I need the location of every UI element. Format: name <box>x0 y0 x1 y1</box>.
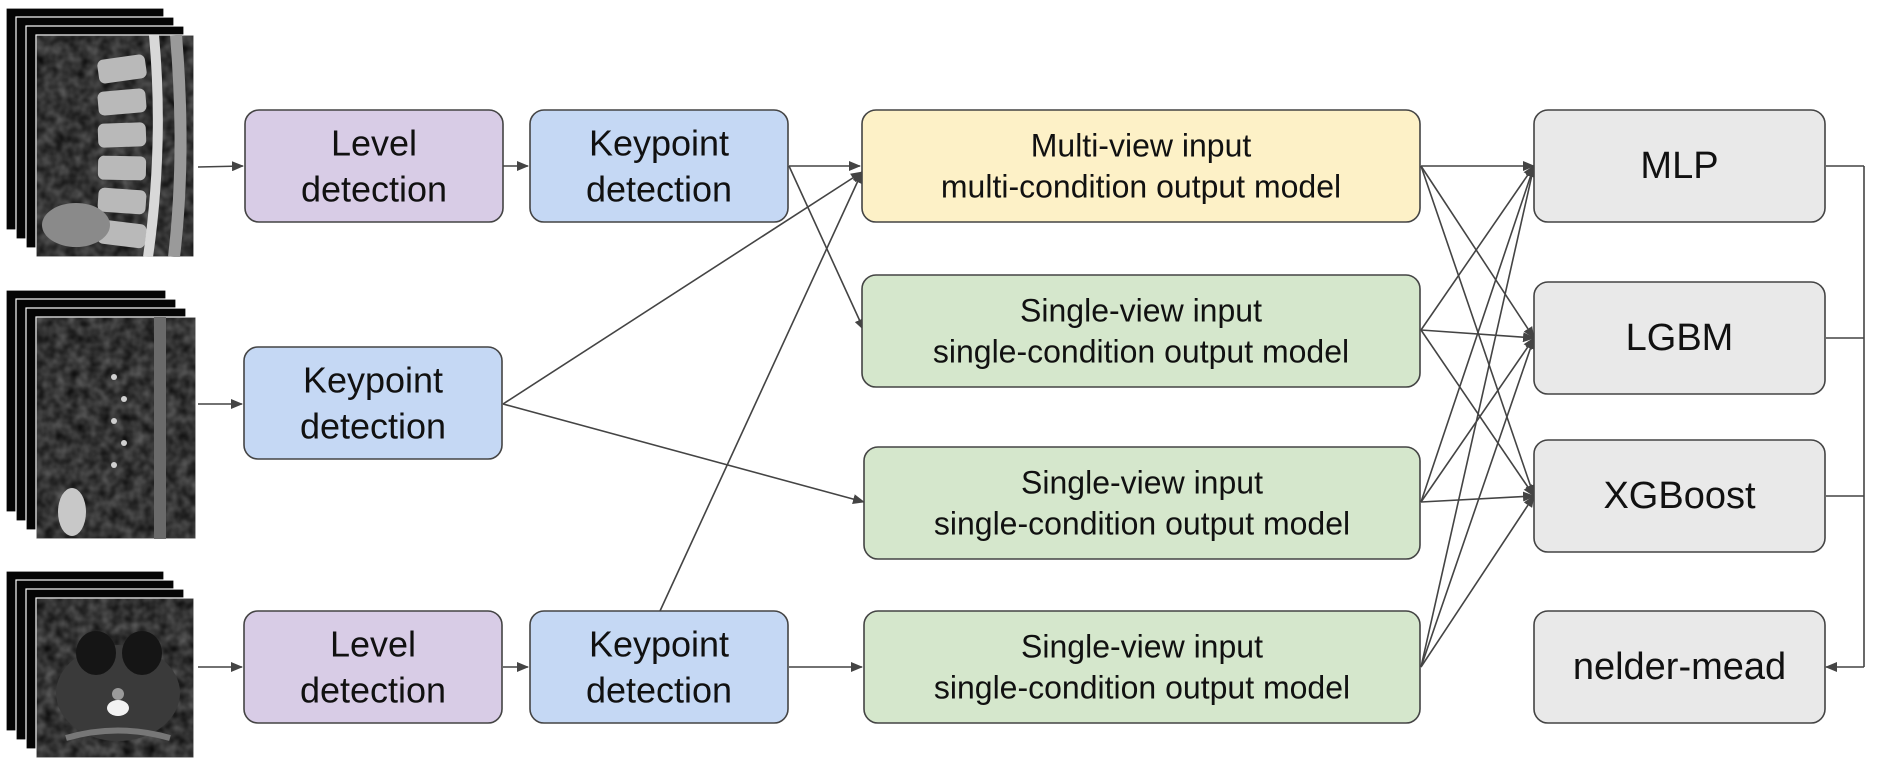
node-box <box>1533 439 1826 553</box>
edge-kp3-to-multi <box>659 171 863 612</box>
node-label-line: Multi-view input <box>1031 128 1252 164</box>
node-mlp: MLP <box>1533 109 1826 223</box>
node-box <box>861 109 1421 223</box>
node-label-line: LGBM <box>1626 317 1734 359</box>
node-label-line: Level <box>330 624 416 665</box>
mri-anatomy <box>36 35 194 257</box>
edge-model0-to-ens2 <box>1420 165 1536 497</box>
edge-kp2-to-single2 <box>502 403 865 504</box>
node-box <box>863 446 1421 560</box>
node-box <box>243 610 503 724</box>
input-images <box>5 7 197 759</box>
mri-anatomy <box>36 317 196 539</box>
edge-kp2-to-multi <box>502 171 863 405</box>
node-label-line: single-condition output model <box>933 333 1349 369</box>
node-label-line: Keypoint <box>303 360 443 401</box>
edge-image-to-level1 <box>197 161 244 172</box>
node-label-line: single-condition output model <box>934 669 1350 705</box>
node-label-line: Keypoint <box>589 624 729 665</box>
node-single2: Single-view input single-condition output… <box>863 446 1421 560</box>
node-label-line: Level <box>331 123 417 164</box>
node-box <box>863 610 1421 724</box>
node-box <box>529 610 789 724</box>
node-nm: nelder-mead <box>1533 610 1826 724</box>
node-xgb: XGBoost <box>1533 439 1826 553</box>
edge-model3-to-ens2 <box>1420 495 1535 668</box>
node-label-line: detection <box>300 669 446 710</box>
node-label-line: Single-view input <box>1020 293 1262 329</box>
node-label-line: MLP <box>1640 145 1718 187</box>
node-box <box>1533 281 1826 395</box>
mri-stack-sagittal-t1 <box>5 7 195 258</box>
edge-model2-to-ens2 <box>1420 491 1535 503</box>
node-box <box>1533 610 1826 724</box>
node-single3: Single-view input single-condition output… <box>863 610 1421 724</box>
edge-model0-to-ens1 <box>1420 165 1535 339</box>
edges <box>197 161 1865 672</box>
node-label-line: nelder-mead <box>1573 646 1786 688</box>
node-multi: Multi-view input multi-condition output m… <box>861 109 1421 223</box>
node-label-line: detection <box>300 405 446 446</box>
node-label-line: XGBoost <box>1603 475 1756 517</box>
mri-anatomy <box>36 598 194 758</box>
edge-model3-to-ens1 <box>1420 337 1536 668</box>
node-single1: Single-view input single-condition output… <box>861 274 1421 388</box>
node-label-line: Single-view input <box>1021 629 1263 665</box>
edge-model2-to-ens0 <box>1420 165 1536 503</box>
node-box <box>1533 109 1826 223</box>
node-label-line: detection <box>586 669 732 710</box>
node-label-line: detection <box>301 168 447 209</box>
mri-stack-axial <box>5 570 195 759</box>
node-label-line: multi-condition output model <box>941 168 1341 204</box>
node-label-line: detection <box>586 168 732 209</box>
node-box <box>243 346 503 460</box>
node-box <box>244 109 504 223</box>
edge-model3-to-ens0 <box>1420 165 1537 668</box>
mri-stack-sagittal-t2 <box>5 289 197 540</box>
nodes: LeveldetectionKeypointdetectionKeypointd… <box>243 109 1826 724</box>
node-lgbm: LGBM <box>1533 281 1826 395</box>
node-label-line: single-condition output model <box>934 505 1350 541</box>
edge-model1-to-ens0 <box>1420 165 1535 331</box>
node-box <box>529 109 789 223</box>
node-box <box>861 274 1421 388</box>
node-label-line: Keypoint <box>589 123 729 164</box>
node-label-line: Single-view input <box>1021 465 1263 501</box>
